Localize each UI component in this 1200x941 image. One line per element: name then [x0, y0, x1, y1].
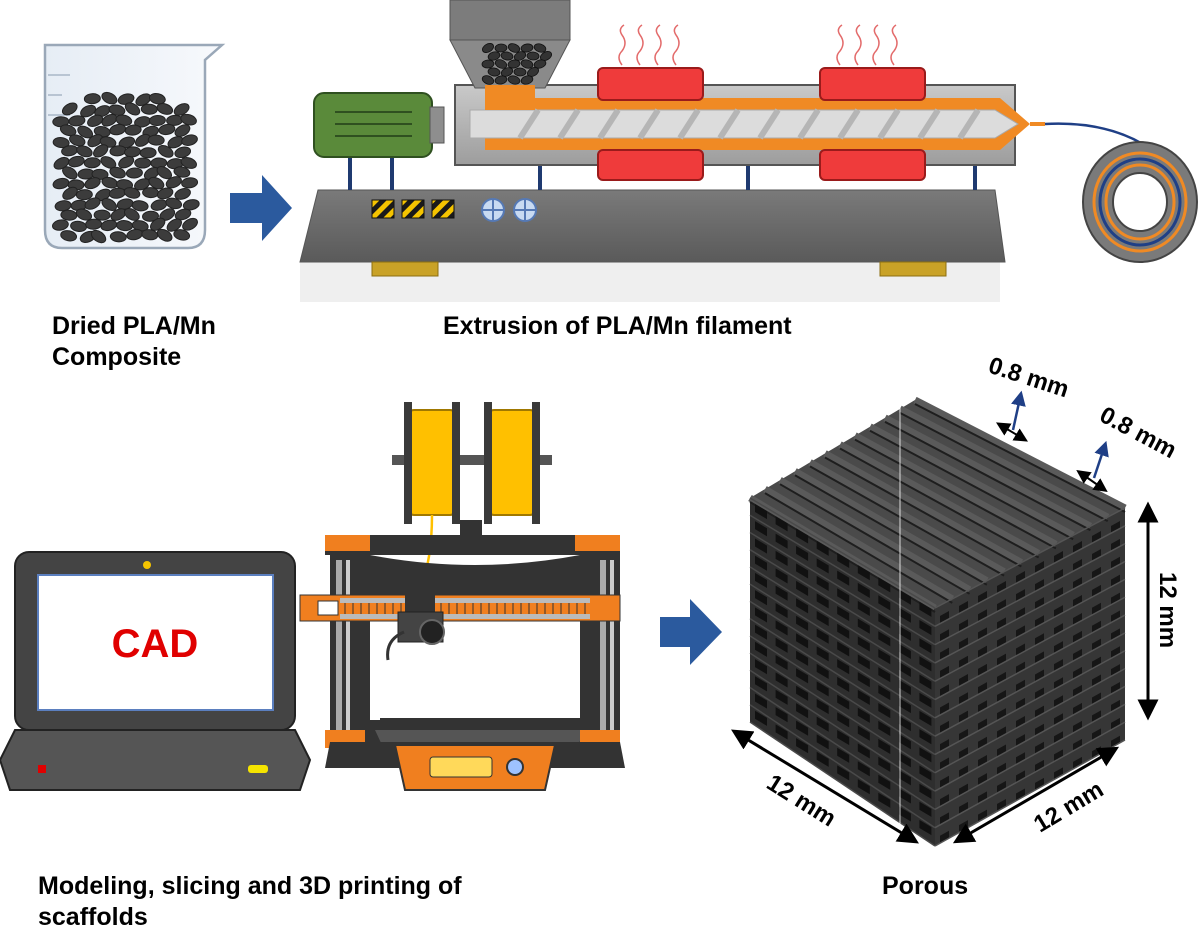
3d-printer-icon	[299, 402, 625, 791]
step1-label-line1: Dried PLA/Mn	[52, 312, 216, 340]
dimension-height: 12 mm	[1137, 501, 1181, 721]
length-label: 12 mm	[762, 769, 841, 832]
step2-label: Extrusion of PLA/Mn filament	[443, 312, 792, 340]
height-label: 12 mm	[1154, 572, 1181, 648]
beaker-icon	[43, 43, 226, 250]
step3-label-line2: scaffolds	[38, 903, 148, 931]
step1-label-line2: Composite	[52, 343, 182, 371]
step4-label: Porous	[882, 872, 969, 900]
scaffold-cube-icon	[748, 396, 1127, 847]
flow-arrow-icon	[230, 175, 292, 241]
strut-width-label: 0.8 mm	[985, 352, 1072, 403]
pore-width-label: 0.8 mm	[1095, 401, 1181, 464]
laptop-icon: CAD	[0, 551, 312, 791]
filament-spool-icon	[1082, 141, 1198, 263]
cad-screen-text: CAD	[112, 622, 199, 666]
step3-label-line1: Modeling, slicing and 3D printing of	[38, 872, 462, 900]
dimension-pore-width: 0.8 mm	[1076, 401, 1181, 493]
dimension-strut-width: 0.8 mm	[985, 352, 1072, 442]
flow-arrow-icon	[660, 599, 722, 665]
extruder-icon	[299, 0, 1166, 302]
